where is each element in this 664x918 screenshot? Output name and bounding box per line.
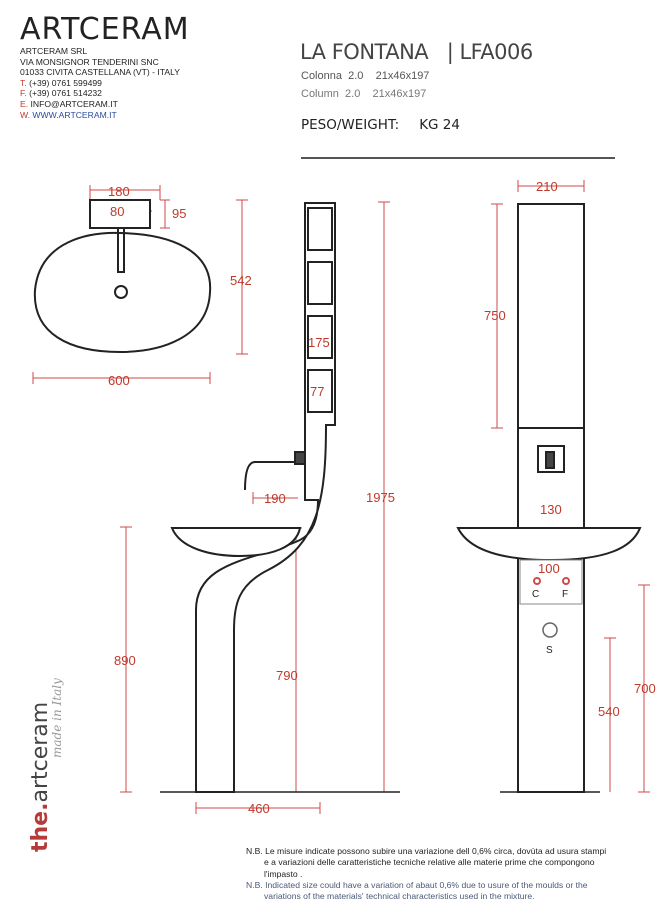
email-address[interactable]: INFO@ARTCERAM.IT — [30, 98, 118, 109]
phone-prefix: T. — [20, 77, 27, 88]
web-prefix: W. — [20, 109, 31, 120]
note-en-line2: variations of the materials' technical c… — [264, 891, 535, 902]
company-web[interactable]: W. WWW.ARTCERAM.IT — [20, 110, 180, 121]
product-line-en: Column 2.0 21x46x197 — [301, 88, 427, 100]
company-phone: T. (+39) 0761 599499 — [20, 78, 180, 89]
web-link[interactable]: WWW.ARTCERAM.IT — [32, 109, 117, 120]
dim-feed-height: 540 — [598, 704, 620, 719]
dim-drain-height: 700 — [634, 681, 656, 696]
dim-basin-depth: 542 — [230, 273, 252, 288]
dim-top-inner: 80 — [110, 204, 124, 219]
note-en: N.B. Indicated size could have a variati… — [246, 880, 656, 903]
phone-number: (+39) 0761 599499 — [29, 77, 102, 88]
company-address: ARTCERAM SRL VIA MONSIGNOR TENDERINI SNC… — [20, 46, 180, 120]
dim-basin-height: 890 — [114, 653, 136, 668]
label-cold: C — [532, 589, 539, 600]
company-name: ARTCERAM SRL — [20, 46, 88, 56]
note-it-prefix: N.B. — [246, 846, 263, 856]
note-en-prefix: N.B. — [246, 879, 263, 890]
dim-waist-height: 790 — [276, 668, 298, 683]
dim-mixer-height: 130 — [540, 502, 562, 517]
dim-base-depth: 460 — [248, 801, 270, 816]
weight-value: KG 24 — [419, 117, 460, 133]
dim-shelf-height: 175 — [308, 335, 330, 350]
fax-number: (+39) 0761 514232 — [29, 88, 102, 99]
dim-upper-height: 750 — [484, 308, 506, 323]
weight-label: PESO/WEIGHT: — [301, 117, 400, 133]
company-fax: F. (+39) 0761 514232 — [20, 88, 180, 99]
dim-basin-width: 600 — [108, 373, 130, 388]
product-title: LA FONTANA | LFA006 — [300, 40, 533, 64]
label-drain: S — [546, 645, 553, 656]
note-en-line1: Indicated size could have a variation of… — [265, 879, 588, 890]
fax-prefix: F. — [20, 88, 27, 99]
email-prefix: E. — [20, 98, 29, 109]
note-it-line1: Le misure indicate possono subire una va… — [265, 846, 607, 856]
dim-top-height: 95 — [172, 206, 186, 221]
company-email[interactable]: E. INFO@ARTCERAM.IT — [20, 99, 180, 110]
product-line-it: Colonna 2.0 21x46x197 — [301, 70, 430, 82]
header-divider — [301, 157, 615, 159]
product-weight: PESO/WEIGHT: KG 24 — [301, 117, 460, 133]
note-it-line3: l'impasto . — [264, 868, 303, 879]
made-in-italy: made in Italy — [50, 678, 64, 758]
dim-total-height: 1975 — [366, 490, 395, 505]
label-hot: F — [562, 589, 568, 600]
company-street: VIA MONSIGNOR TENDERINI SNC — [20, 56, 159, 67]
brand-logo: ARTCERAM — [20, 12, 190, 47]
dim-spout: 190 — [264, 491, 286, 506]
note-it: N.B. Le misure indicate possono subire u… — [246, 846, 656, 880]
company-city: 01033 CIVITA CASTELLANA (VT) - ITALY — [20, 67, 180, 78]
dim-column-width: 210 — [536, 179, 558, 194]
note-it-line2: e a variazioni delle caratteristiche tec… — [264, 857, 595, 868]
dim-top-width: 180 — [108, 184, 130, 199]
notes: N.B. Le misure indicate possono subire u… — [246, 846, 656, 902]
dim-pipe-spacing: 100 — [538, 561, 560, 576]
dim-shelf-depth: 77 — [310, 384, 324, 399]
side-brand-the: the. — [28, 802, 53, 852]
